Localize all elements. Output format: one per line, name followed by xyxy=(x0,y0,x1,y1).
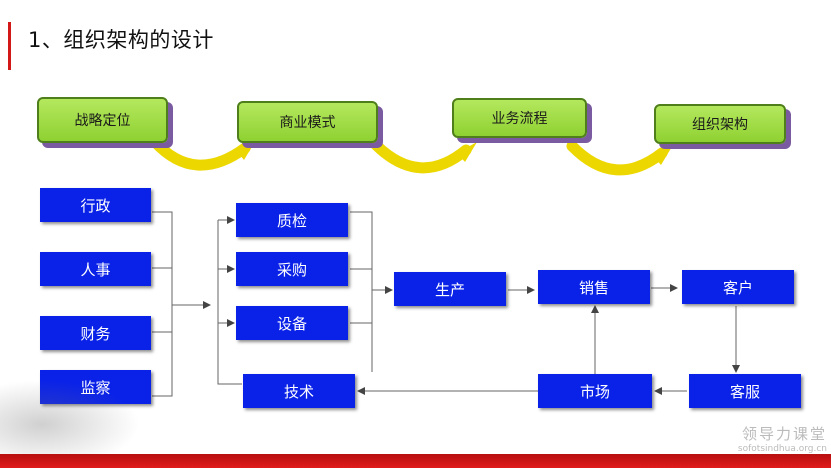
org-box-customer-service: 客服 xyxy=(689,374,801,408)
org-box-supervision: 监察 xyxy=(40,370,151,404)
watermark-url: sofotsindhua.org.cn xyxy=(737,444,827,454)
org-box-technology: 技术 xyxy=(243,374,355,408)
curved-arrow xyxy=(149,136,256,171)
org-box-equipment: 设备 xyxy=(236,306,348,340)
org-box-sales: 销售 xyxy=(538,270,650,304)
flow-box-strategy: 战略定位 xyxy=(37,97,168,143)
flow-box-business-model: 商业模式 xyxy=(237,101,378,143)
org-box-admin: 行政 xyxy=(40,188,151,222)
flow-box-business-process: 业务流程 xyxy=(452,98,587,138)
accent-bar xyxy=(8,22,11,70)
org-box-market: 市场 xyxy=(538,374,652,408)
curved-arrow xyxy=(370,139,477,174)
org-box-finance: 财务 xyxy=(40,316,151,350)
bottom-red-band xyxy=(0,454,831,468)
org-box-purchasing: 采购 xyxy=(236,252,348,286)
slide-title: 1、组织架构的设计 xyxy=(28,28,214,52)
org-box-customer: 客户 xyxy=(682,270,794,304)
org-box-quality: 质检 xyxy=(236,203,348,237)
curved-arrow xyxy=(566,140,673,176)
watermark: 领导力课堂 sofotsindhua.org.cn xyxy=(738,423,827,454)
org-box-hr: 人事 xyxy=(40,252,151,286)
flow-box-org-structure: 组织架构 xyxy=(654,104,786,144)
org-box-production: 生产 xyxy=(394,272,506,306)
watermark-title: 领导力课堂 xyxy=(741,425,827,443)
ink-wash-decoration xyxy=(0,380,140,454)
